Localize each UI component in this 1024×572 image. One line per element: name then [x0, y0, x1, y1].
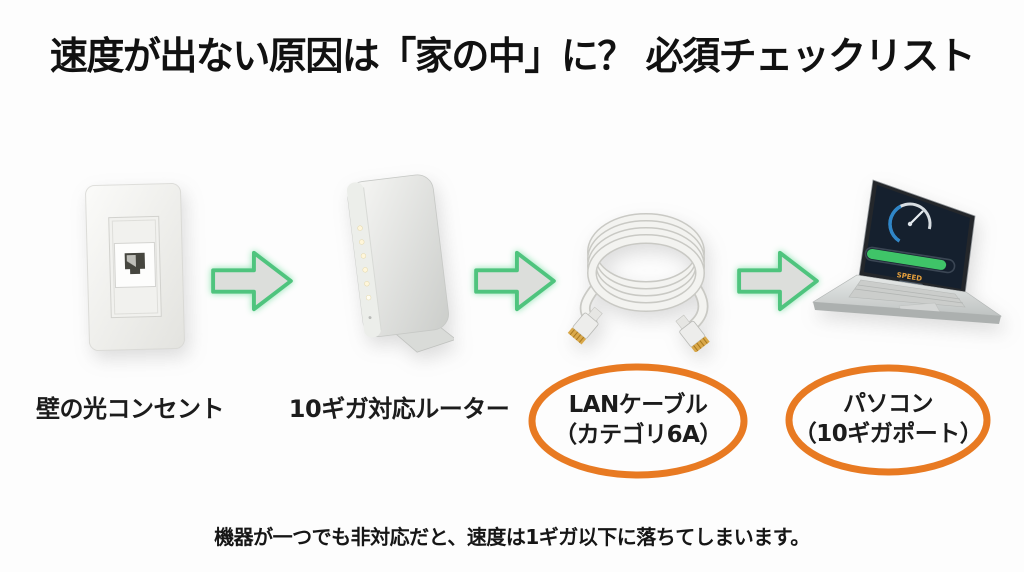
router-leds	[357, 225, 372, 320]
rj45-connector	[675, 314, 710, 352]
router-body	[346, 174, 449, 338]
10g-router-icon	[322, 163, 454, 363]
item-label-outlet: 壁の光コンセント	[36, 395, 225, 423]
arrow-right-icon	[735, 246, 821, 316]
laptop-screen: SPEED	[858, 179, 976, 295]
highlight-pc: パソコン （10ギガポート）	[784, 363, 992, 477]
item-sublabel-lan-cable: （カテゴリ6A）	[554, 422, 722, 448]
progress-bar	[864, 246, 956, 274]
footnote: 機器が一つでも非対応だと、速度は1ギガ以下に落ちてしまいます。	[214, 525, 810, 549]
rj45-connector	[567, 306, 603, 345]
page-title: 速度が出ない原因は「家の中」に？ 必須チェックリスト	[49, 34, 976, 78]
item-sublabel-pc: （10ギガポート）	[793, 421, 983, 447]
laptop-speedtest-icon: SPEED	[803, 176, 1010, 354]
cable-coil	[587, 213, 705, 312]
arrow-right-icon	[209, 246, 295, 316]
lan-cable-icon	[558, 202, 730, 352]
highlight-lan-cable: LANケーブル （カテゴリ6A）	[527, 362, 749, 480]
speed-gauge	[888, 202, 932, 246]
highlight-ellipse	[528, 363, 748, 479]
speed-label: SPEED	[896, 271, 923, 283]
item-label-pc: パソコン	[843, 391, 934, 418]
arrow-right-icon	[472, 246, 558, 316]
optical-wall-outlet-icon	[82, 180, 188, 355]
highlight-ellipse	[785, 364, 991, 476]
item-label-router: 10ギガ対応ルーター	[288, 395, 510, 423]
outlet-jack	[113, 242, 156, 288]
item-label-lan-cable: LANケーブル	[568, 392, 708, 419]
laptop-base	[812, 274, 1003, 324]
